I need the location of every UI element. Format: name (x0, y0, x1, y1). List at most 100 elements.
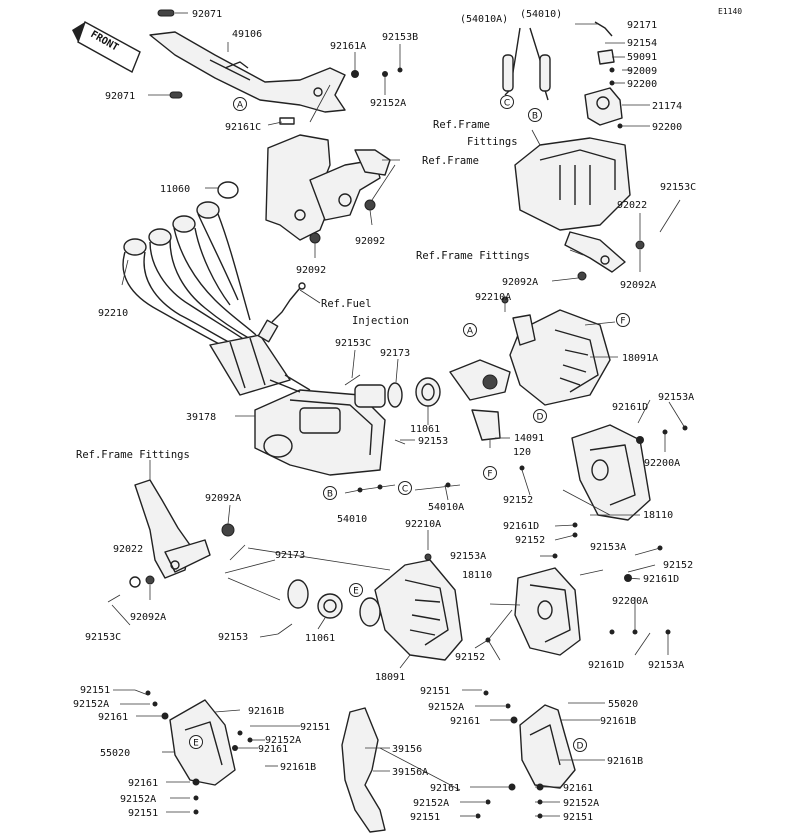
label-92152A-r2: 92152A (413, 798, 449, 809)
label-59091: 59091 (627, 52, 657, 63)
label-ref-fuel-a: Ref.Fuel (321, 298, 372, 310)
callout-E2: E (189, 735, 203, 749)
label-18091: 18091 (375, 672, 405, 683)
svg-text:D: D (537, 413, 544, 423)
svg-text:A: A (467, 327, 474, 337)
callout-E1: E (349, 583, 363, 597)
label-92153: 92153 (218, 632, 248, 643)
label-92152A-r3: 92152A (563, 798, 599, 809)
heat-shield-49106 (149, 31, 346, 125)
svg-text:C: C (504, 99, 510, 109)
svg-text:F: F (620, 317, 625, 327)
callout-C2: C (398, 481, 412, 495)
label-92092-mid: 92092 (355, 236, 385, 247)
label-ref-fuel-b: Injection (352, 315, 409, 327)
label-92153C-mid: 92153C (335, 338, 371, 349)
label-39156: 39156 (392, 744, 422, 755)
label-92092A-top: 92092A (502, 277, 538, 288)
label-54010A: 54010A (428, 502, 464, 513)
label-92152A-l3: 92152A (120, 794, 156, 805)
nut-92092A-top-icon (577, 271, 587, 281)
nut-92092A-low-icon (145, 575, 155, 585)
gasket-11060-icon (217, 181, 239, 199)
label-92161A-top: 92161A (330, 41, 366, 52)
label-92210A-mid: 92210A (405, 519, 441, 530)
label-18110-low: 18110 (462, 570, 492, 581)
label-92071-top: 92071 (192, 9, 222, 20)
label-92161B-r2: 92161B (607, 756, 643, 767)
part-92092-icon (309, 232, 321, 244)
label-92152-b: 92152 (515, 535, 545, 546)
callout-A1: A (233, 97, 247, 111)
svg-text:A: A (237, 101, 244, 111)
label-92151-l2: 92151 (300, 722, 330, 733)
exhaust-chamber-39178 (254, 374, 386, 476)
nut-92210A-mid-icon (424, 553, 432, 561)
callout-F2: F (483, 466, 497, 480)
label-92152-mid: 92152 (503, 495, 533, 506)
svg-text:F: F (487, 470, 492, 480)
label-92161B-r1: 92161B (600, 716, 636, 727)
label-92210: 92210 (98, 308, 128, 319)
label-92153C-left: 92153C (85, 632, 121, 643)
muffler-cover-18110-low (514, 567, 581, 656)
washer-92022-left-icon (129, 576, 141, 588)
svg-text:E: E (353, 587, 359, 597)
part-92071-top-icon (157, 9, 175, 17)
label-92152A-top: 92152A (370, 98, 406, 109)
exhaust-valve (449, 359, 511, 441)
label-92153C-right: 92153C (660, 182, 696, 193)
label-92161B-l2: 92161B (280, 762, 316, 773)
callout-D2: D (573, 738, 587, 752)
part-labels: 92071 49106 92161A 92153B 92071 92152A 9… (73, 9, 696, 823)
oxygen-sensor (257, 282, 306, 343)
callout-B2: B (323, 486, 337, 500)
label-21174: 21174 (652, 101, 682, 112)
label-11061-low: 11061 (305, 633, 335, 644)
guard-39156 (341, 707, 386, 833)
exhaust-header-pipes (122, 201, 291, 396)
label-92153-mid: 92153 (418, 436, 448, 447)
label-92161-l1: 92161 (98, 712, 128, 723)
muffler-18091 (359, 559, 463, 661)
label-92152-low: 92152 (455, 652, 485, 663)
label-92200-b: 92200 (652, 122, 682, 133)
label-39156A: 39156A (392, 767, 428, 778)
label-92161-l2: 92161 (258, 744, 288, 755)
label-92200A-top: 92200A (644, 458, 680, 469)
label-92071-left: 92071 (105, 91, 135, 102)
callout-F1: F (616, 313, 630, 327)
muffler-cover-18110-top (571, 424, 651, 521)
label-18091A: 18091A (622, 353, 658, 364)
label-92092A-low: 92092A (130, 612, 166, 623)
gasket-11061-top-icon (415, 377, 441, 407)
label-92171: 92171 (627, 20, 657, 31)
label-92161D-top: 92161D (612, 402, 648, 413)
leader-lines (111, 12, 686, 817)
control-cables (502, 27, 551, 101)
label-92151-l3: 92151 (128, 808, 158, 819)
cover-55020-right (519, 704, 576, 789)
label-92151-r1: 92151 (420, 686, 450, 697)
bolt-92153-mid-icon (394, 439, 406, 445)
label-39178: 39178 (186, 412, 216, 423)
svg-text:E: E (193, 739, 199, 749)
label-120: 120 (513, 447, 531, 458)
label-92161-l3: 92161 (128, 778, 158, 789)
svg-text:C: C (402, 485, 408, 495)
label-92161-r1: 92161 (450, 716, 480, 727)
label-11060: 11060 (160, 184, 190, 195)
label-92022-right: 92022 (617, 200, 647, 211)
label-55020-l: 55020 (100, 748, 130, 759)
label-54010-top: (54010) (520, 9, 562, 20)
label-18110-top: 18110 (643, 510, 673, 521)
label-92151-r2: 92151 (410, 812, 440, 823)
bolt-92153C-left-icon (107, 594, 121, 603)
part-92071-left-icon (169, 91, 183, 99)
label-ref-frame-fittings-1a: Ref.Frame (433, 119, 490, 131)
label-92161D-mid: 92161D (503, 521, 539, 532)
label-92200-a: 92200 (627, 79, 657, 90)
label-92161-r2: 92161 (430, 783, 460, 794)
label-92152A-l2: 92152A (265, 735, 301, 746)
